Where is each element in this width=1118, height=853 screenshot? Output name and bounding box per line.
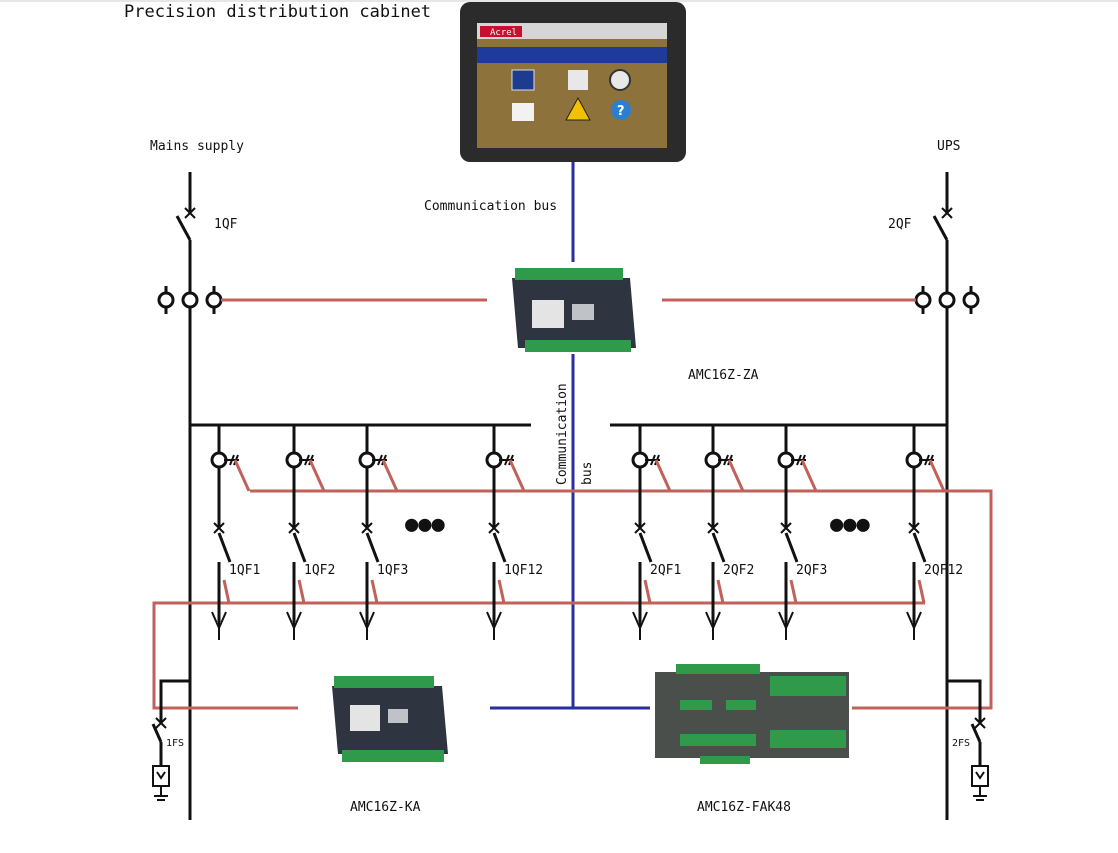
feeder-left-4: 1QF12: [485, 425, 543, 640]
feeder-ellipsis-right: ●●●: [830, 512, 870, 537]
feeder-ellipsis-left: ●●●: [405, 512, 445, 537]
breaker-1qf-label: 1QF: [214, 217, 238, 232]
fuse-2fs-label: 2FS: [952, 738, 970, 749]
mains-incoming-line: [175, 172, 196, 820]
mains-current-transformers: [157, 286, 223, 314]
amc16z-fak48-device: [655, 664, 849, 764]
ups-label: UPS: [937, 139, 960, 154]
feeder-left-1: 1QF1: [210, 425, 260, 640]
comm-bus-vertical-label-1: Communication: [555, 383, 570, 485]
fuse-branch-right: [947, 679, 989, 801]
communication-bus: [490, 162, 650, 710]
amc16z-za-device: [512, 268, 636, 352]
feeder-right-3: 2QF3: [777, 425, 827, 640]
feeder-left-2-label: 1QF2: [304, 563, 335, 578]
feeder-right-1-label: 2QF1: [650, 563, 681, 578]
feeder-right-2-label: 2QF2: [723, 563, 754, 578]
mains-supply-label: Mains supply: [150, 139, 244, 154]
device-ka-label: AMC16Z-KA: [350, 800, 421, 815]
feeder-left-4-label: 1QF12: [504, 563, 543, 578]
feeder-right-2: 2QF2: [704, 425, 754, 640]
fuse-branch-left: [151, 679, 190, 801]
comm-bus-label: Communication bus: [424, 199, 557, 214]
ups-incoming-line: [932, 172, 953, 820]
feeder-right-3-label: 2QF3: [796, 563, 827, 578]
ups-current-transformers: [914, 286, 980, 314]
feeder-right-4: 2QF12: [905, 425, 963, 640]
hmi-touch-screen: Acrel ?: [460, 2, 686, 162]
comm-bus-vertical-label-2: bus: [580, 462, 595, 485]
device-fak48-label: AMC16Z-FAK48: [697, 800, 791, 815]
feeder-right-4-label: 2QF12: [924, 563, 963, 578]
feeder-left-2: 1QF2: [285, 425, 335, 640]
amc16z-ka-device: [332, 676, 448, 762]
feeder-left-1-label: 1QF1: [229, 563, 260, 578]
feeder-right-1: 2QF1: [631, 425, 681, 640]
feeder-left-3-label: 1QF3: [377, 563, 408, 578]
feeder-ct-signal-line: [250, 489, 993, 710]
help-icon: ?: [617, 104, 625, 119]
fuse-1fs-label: 1FS: [166, 738, 184, 749]
page-title: Precision distribution cabinet: [124, 2, 431, 22]
breaker-2qf-label: 2QF: [888, 217, 912, 232]
feeder-left-3: 1QF3: [358, 425, 408, 640]
screen-brand: Acrel: [490, 28, 517, 38]
device-za-label: AMC16Z-ZA: [688, 368, 759, 383]
feeder-branches: 1QF1 1QF2 1QF3 1QF12 2QF1 2QF2 2QF3 2QF12: [210, 425, 963, 640]
feeder-status-signal-line: [152, 601, 925, 710]
